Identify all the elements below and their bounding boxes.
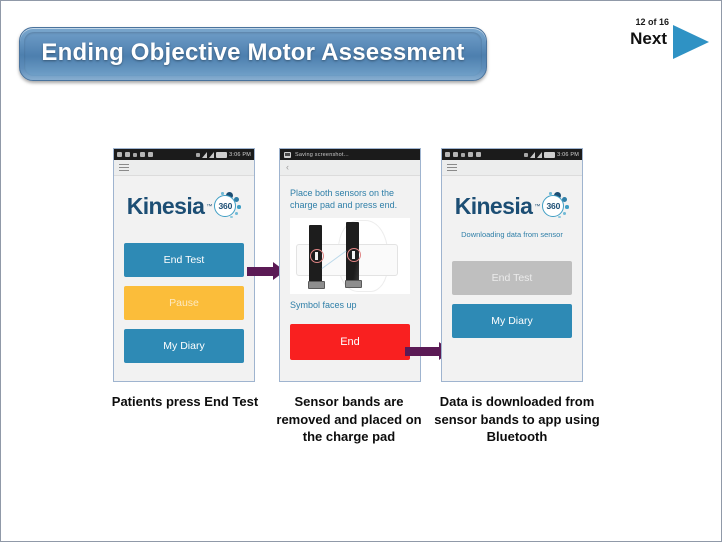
navigation-next[interactable]: 12 of 16 Next xyxy=(601,17,711,65)
next-label[interactable]: Next xyxy=(630,29,667,48)
symbol-marker-icon xyxy=(346,248,361,263)
back-chevron-icon[interactable]: ‹ xyxy=(286,162,289,172)
phone-end-test: 3:06 PM Kinesia ™ 360 xyxy=(113,148,255,382)
wifi-icon xyxy=(202,151,208,158)
wifi-icon xyxy=(530,151,536,158)
logo-wordmark: Kinesia xyxy=(126,193,205,219)
trademark-icon: ™ xyxy=(206,203,213,210)
pause-button[interactable]: Pause xyxy=(124,286,244,320)
end-test-button-disabled: End Test xyxy=(452,261,572,295)
caption-step-1: Patients press End Test xyxy=(111,394,259,409)
badge-dot-icon xyxy=(562,197,568,202)
slide-title-banner: Ending Objective Motor Assessment xyxy=(19,27,487,81)
caption-step-3: Data is downloaded from sensor bands to … xyxy=(434,394,600,445)
symbol-marker-icon xyxy=(309,249,324,264)
trademark-icon: ™ xyxy=(534,203,541,210)
badge-dot-icon xyxy=(237,205,241,209)
kinesia-logo: Kinesia ™ 360 xyxy=(452,192,572,221)
slide-counter: 12 of 16 xyxy=(635,17,669,27)
kinesia-logo: Kinesia ™ 360 xyxy=(124,192,244,221)
app-icon-2 xyxy=(148,152,153,157)
sensor-placement-illustration xyxy=(290,218,410,295)
phone-charge-pad: Saving screenshot... ‹ Place both sensor… xyxy=(279,148,421,382)
end-test-button[interactable]: End Test xyxy=(124,243,244,277)
badge-dot-icon xyxy=(234,197,240,202)
app-icon xyxy=(468,152,473,157)
app-screen: Kinesia ™ 360 Downloading data from sens… xyxy=(442,192,582,381)
dot-icon xyxy=(133,152,137,157)
status-time: 3:06 PM xyxy=(229,151,251,158)
app-bar xyxy=(114,160,254,176)
my-diary-button[interactable]: My Diary xyxy=(452,304,572,338)
screenshot-image-icon xyxy=(284,151,291,158)
sync-icon xyxy=(125,152,130,157)
badge-ring: 360 xyxy=(542,195,565,217)
status-bar: 3:06 PM xyxy=(442,149,582,160)
badge-dot-icon xyxy=(221,192,224,195)
illustration-caption: Symbol faces up xyxy=(290,300,357,311)
app-icon-2 xyxy=(476,152,481,157)
action-button-group: End xyxy=(290,324,410,361)
band-buckle-icon xyxy=(308,281,325,290)
app-bar: ‹ xyxy=(280,160,420,176)
hamburger-menu-icon[interactable] xyxy=(447,163,457,172)
sd-icon xyxy=(117,152,122,157)
action-button-group: End Test Pause My Diary xyxy=(124,243,244,363)
hamburger-menu-icon[interactable] xyxy=(119,163,129,172)
bluetooth-icon xyxy=(196,152,201,157)
badge-dot-icon xyxy=(563,212,567,215)
sync-icon xyxy=(453,152,458,157)
logo-360-text: 360 xyxy=(218,201,233,211)
signal-icon xyxy=(209,151,215,158)
status-right-icons: 3:06 PM xyxy=(196,151,251,158)
band-buckle-icon xyxy=(345,280,362,289)
status-bar: Saving screenshot... xyxy=(280,149,420,160)
badge-dot-icon xyxy=(558,216,561,219)
end-button[interactable]: End xyxy=(290,324,410,361)
bluetooth-icon xyxy=(524,152,529,157)
dot-icon xyxy=(461,152,465,157)
app-screen: Place both sensors on the charge pad and… xyxy=(280,187,420,381)
status-left-icons xyxy=(445,152,524,157)
status-bar: 3:06 PM xyxy=(114,149,254,160)
action-button-group: End Test My Diary xyxy=(452,261,572,338)
badge-dot-icon xyxy=(230,216,233,219)
next-triangle-icon[interactable] xyxy=(673,25,709,59)
downloading-status-text: Downloading data from sensor xyxy=(461,230,563,239)
page-title: Ending Objective Motor Assessment xyxy=(41,39,465,66)
badge-dot-icon xyxy=(549,192,552,195)
status-time: 3:06 PM xyxy=(557,151,579,158)
status-left-icons xyxy=(117,152,196,157)
app-screen: Kinesia ™ 360 End Test Pause My Diar xyxy=(114,192,254,381)
status-right-icons: 3:06 PM xyxy=(524,151,579,158)
my-diary-button[interactable]: My Diary xyxy=(124,329,244,363)
battery-icon xyxy=(544,151,556,158)
logo-360-text: 360 xyxy=(546,201,561,211)
logo-360-badge: 360 xyxy=(212,192,241,221)
sd-icon xyxy=(445,152,450,157)
app-bar xyxy=(442,160,582,176)
status-notice: Saving screenshot... xyxy=(295,151,349,158)
phone-downloading: 3:06 PM Kinesia ™ 360 xyxy=(441,148,583,382)
logo-wordmark: Kinesia xyxy=(454,193,533,219)
badge-dot-icon xyxy=(235,212,239,215)
caption-step-2: Sensor bands are removed and placed on t… xyxy=(276,394,422,445)
battery-icon xyxy=(216,151,228,158)
badge-ring: 360 xyxy=(214,195,237,217)
badge-dot-icon xyxy=(565,205,569,209)
app-icon xyxy=(140,152,145,157)
instruction-text: Place both sensors on the charge pad and… xyxy=(290,188,398,211)
logo-360-badge: 360 xyxy=(540,192,569,221)
signal-icon xyxy=(537,151,543,158)
